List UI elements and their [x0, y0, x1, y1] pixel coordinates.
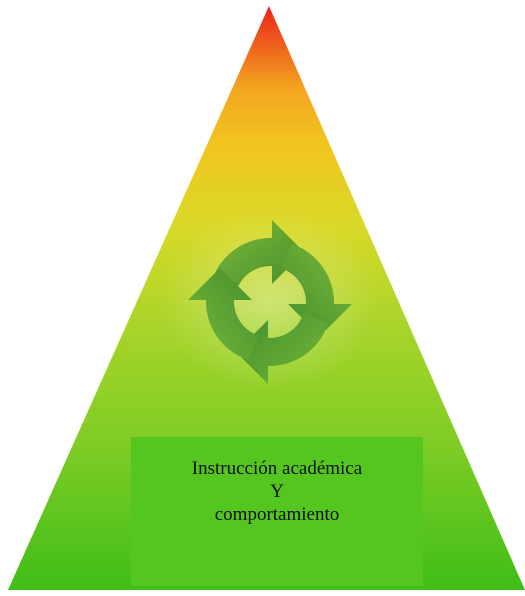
base-tier-line-3: comportamiento	[214, 504, 340, 525]
pyramid-highlight	[160, 210, 380, 390]
cycle-arrow-bottom	[236, 312, 328, 384]
base-tier-line-1: Instrucción académica	[191, 458, 363, 479]
base-tier-box-background	[131, 437, 423, 586]
base-tier-line-2: Y	[270, 481, 284, 502]
circular-arrows-icon	[188, 220, 352, 384]
cycle-arrow-top	[212, 220, 304, 292]
base-tier-box: Instrucción académica Y comportamiento	[131, 437, 423, 586]
cycle-arrow-left	[188, 268, 260, 360]
cycle-arrow-right	[280, 244, 352, 336]
